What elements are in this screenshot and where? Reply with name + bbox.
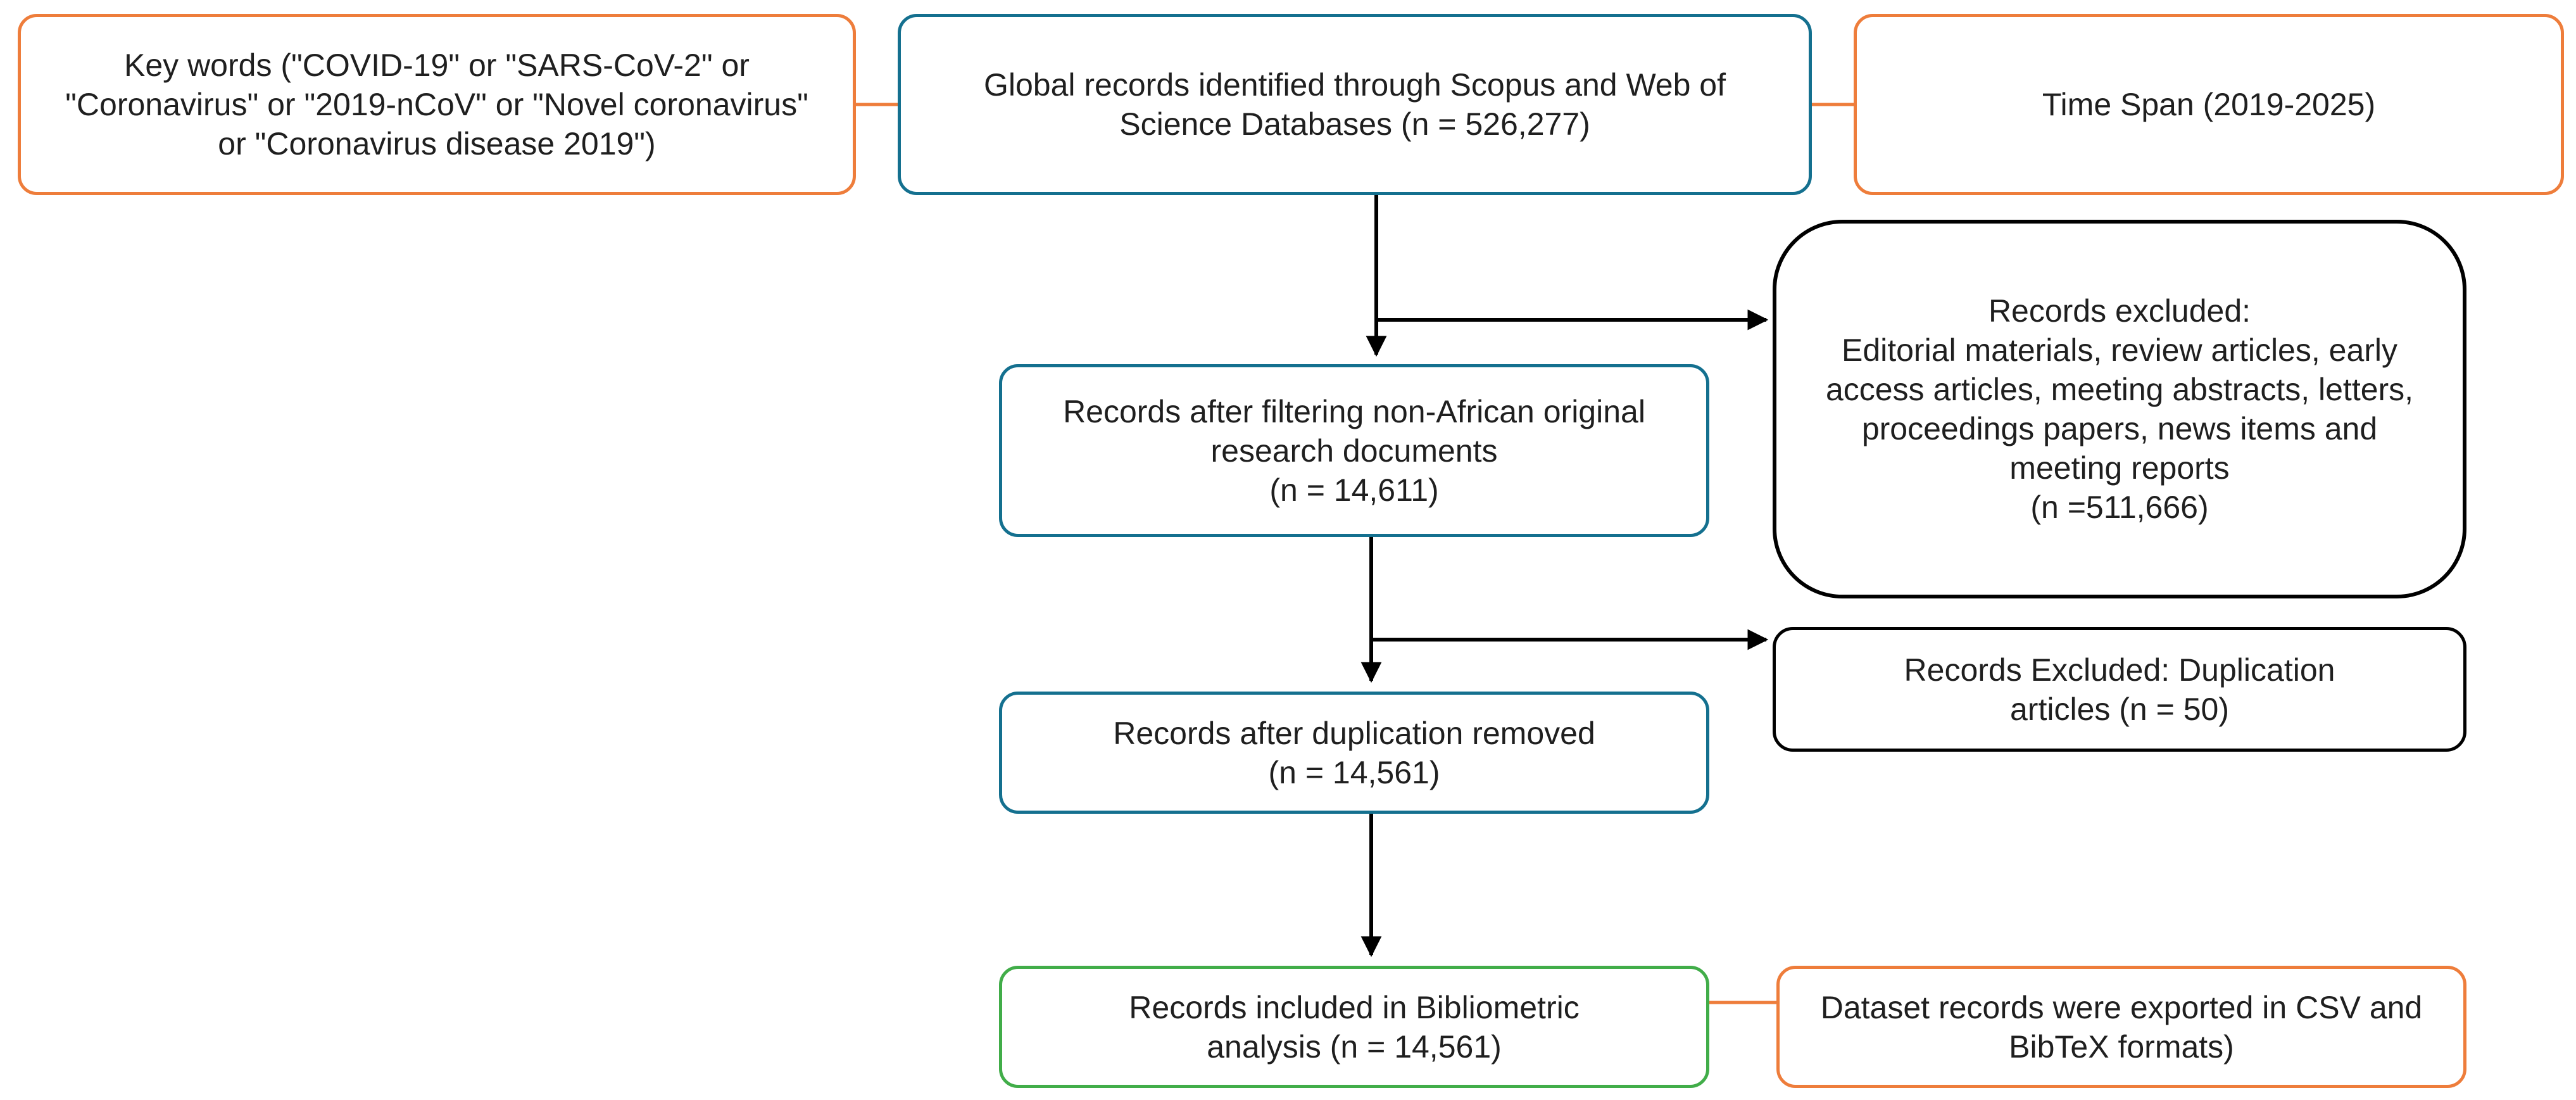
dedup-records-box: Records after duplication removed (n = 1…	[999, 692, 1709, 814]
excluded-duplicates-box: Records Excluded: Duplication articles (…	[1773, 627, 2466, 752]
exported-text: Dataset records were exported in CSV and…	[1820, 989, 2423, 1065]
dedup-records-count: (n = 14,561)	[1268, 754, 1440, 790]
dedup-records-text: Records after duplication removed	[1113, 715, 1595, 751]
global-records-text: Global records identified through Scopus…	[983, 67, 1726, 142]
filtered-records-text: Records after filtering non-African orig…	[1063, 393, 1645, 469]
excluded-materials-heading: Records excluded:	[1988, 293, 2251, 329]
included-records-box: Records included in Bibliometric analysi…	[999, 966, 1709, 1088]
time-span-box: Time Span (2019-2025)	[1854, 14, 2564, 195]
included-records-text: Records included in Bibliometric analysi…	[1129, 989, 1580, 1065]
keywords-box: Key words ("COVID-19" or "SARS-CoV-2" or…	[18, 14, 856, 195]
global-records-box: Global records identified through Scopus…	[898, 14, 1812, 195]
excluded-materials-box: Records excluded: Editorial materials, r…	[1773, 220, 2466, 598]
exported-box: Dataset records were exported in CSV and…	[1776, 966, 2466, 1088]
excluded-materials-count: (n =511,666)	[2030, 490, 2209, 525]
keywords-text: Key words ("COVID-19" or "SARS-CoV-2" or…	[65, 47, 808, 161]
excluded-duplicates-text: Records Excluded: Duplication articles (…	[1904, 652, 2335, 727]
excluded-materials-body: Editorial materials, review articles, ea…	[1825, 332, 2414, 486]
time-span-text: Time Span (2019-2025)	[2042, 87, 2376, 122]
filtered-records-box: Records after filtering non-African orig…	[999, 364, 1709, 537]
filtered-records-count: (n = 14,611)	[1269, 472, 1439, 508]
